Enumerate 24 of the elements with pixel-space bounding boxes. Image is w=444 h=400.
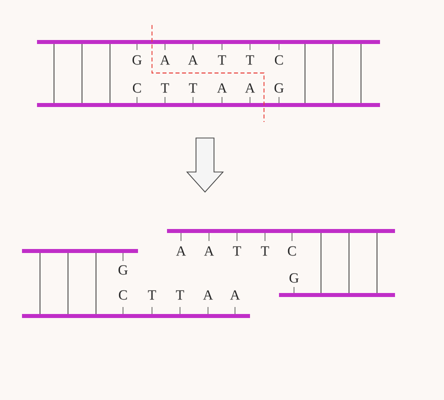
base-letter: C [288,246,296,256]
base-letter: A [204,246,214,256]
base-letter: T [260,246,270,256]
base-letter: T [218,55,226,65]
base-letter: A [245,83,255,93]
base-letter: A [203,290,213,300]
base-letter: T [232,246,242,256]
base-letter: T [160,83,170,93]
base-letter: A [230,290,240,300]
base-letter: T [148,290,156,300]
base-letter: T [246,55,254,65]
base-letter: G [132,55,142,65]
base-letter: G [290,273,299,283]
base-letter: T [176,290,184,300]
base-letter: T [188,83,198,93]
base-letter: G [274,83,284,93]
base-letter: G [118,265,128,275]
base-letter: C [118,290,127,300]
base-letter: A [176,246,186,256]
base-letter: C [274,55,283,65]
base-letter: C [132,83,141,93]
base-letter: A [188,55,198,65]
base-letter: A [217,83,227,93]
base-letter: A [160,55,170,65]
